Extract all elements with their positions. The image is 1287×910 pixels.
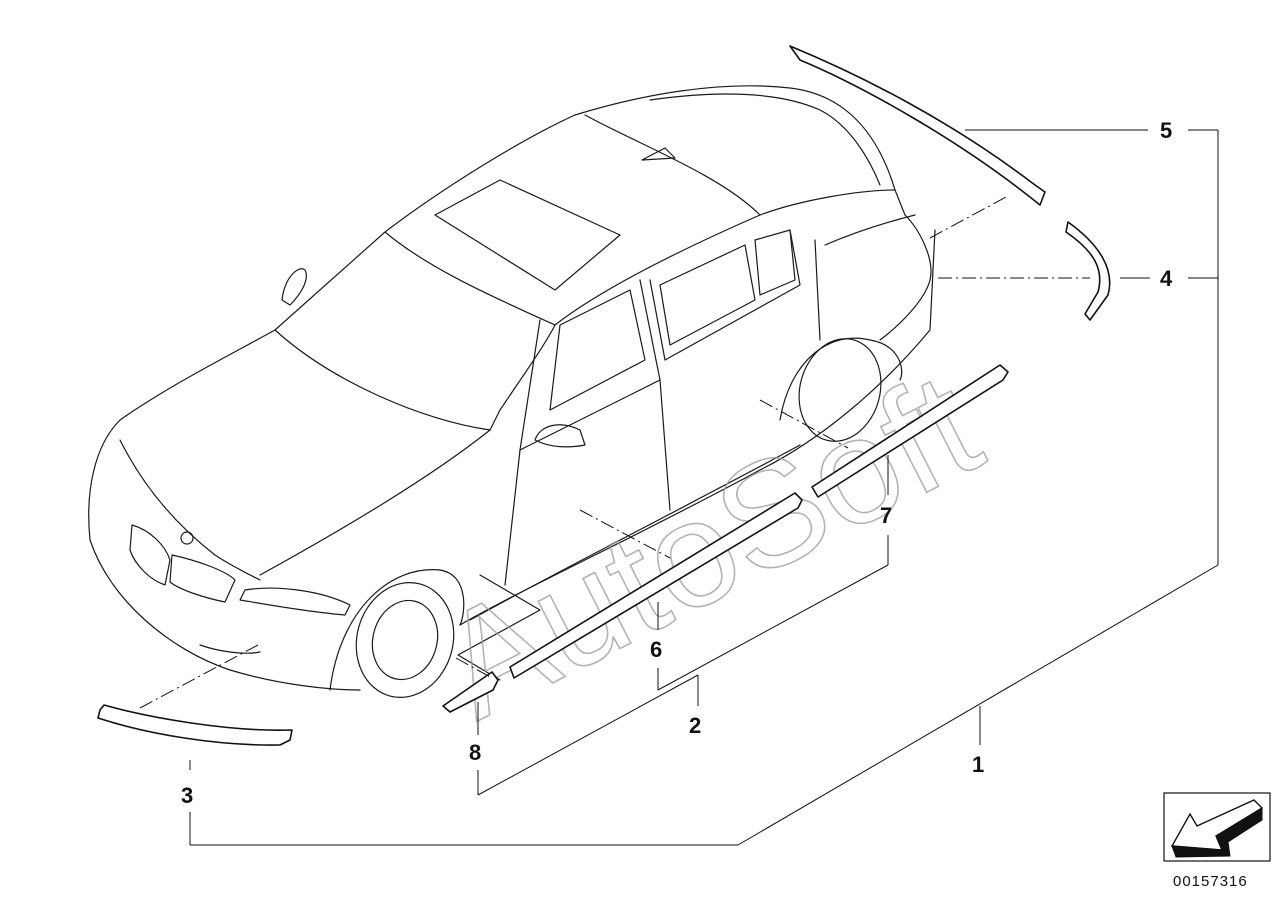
mirror-right	[534, 424, 586, 448]
part-4-rear-bumper-trim[interactable]	[1065, 221, 1111, 321]
callout-2[interactable]: 2	[689, 713, 701, 738]
callout-5[interactable]: 5	[1160, 118, 1172, 143]
part-8-front-sill-piece[interactable]	[442, 671, 499, 713]
callout-7[interactable]: 7	[880, 503, 892, 528]
sunroof	[434, 179, 621, 291]
rear-wheel	[798, 338, 882, 442]
leader-lines	[139, 129, 1219, 846]
part-5-roof-spoiler[interactable]	[789, 45, 1046, 206]
front-wheel	[355, 582, 455, 698]
antenna	[641, 147, 676, 161]
car-outline	[88, 85, 936, 698]
mirror-left	[281, 268, 307, 306]
arrow-left-down-icon[interactable]	[1163, 792, 1271, 862]
grille-left	[129, 524, 171, 586]
part-7-rear-side-strip[interactable]	[811, 364, 1009, 498]
callout-6[interactable]: 6	[650, 637, 662, 662]
diagram-reference-number: 00157316	[1173, 873, 1248, 890]
callout-1[interactable]: 1	[972, 752, 984, 777]
callout-4[interactable]: 4	[1160, 266, 1173, 291]
grille-right	[169, 554, 236, 603]
part-3-front-bumper-lip[interactable]	[97, 704, 293, 746]
callout-8[interactable]: 8	[469, 740, 481, 765]
badge	[180, 531, 194, 545]
part-6-side-sill-strip[interactable]	[509, 492, 803, 679]
callout-3[interactable]: 3	[181, 783, 193, 808]
